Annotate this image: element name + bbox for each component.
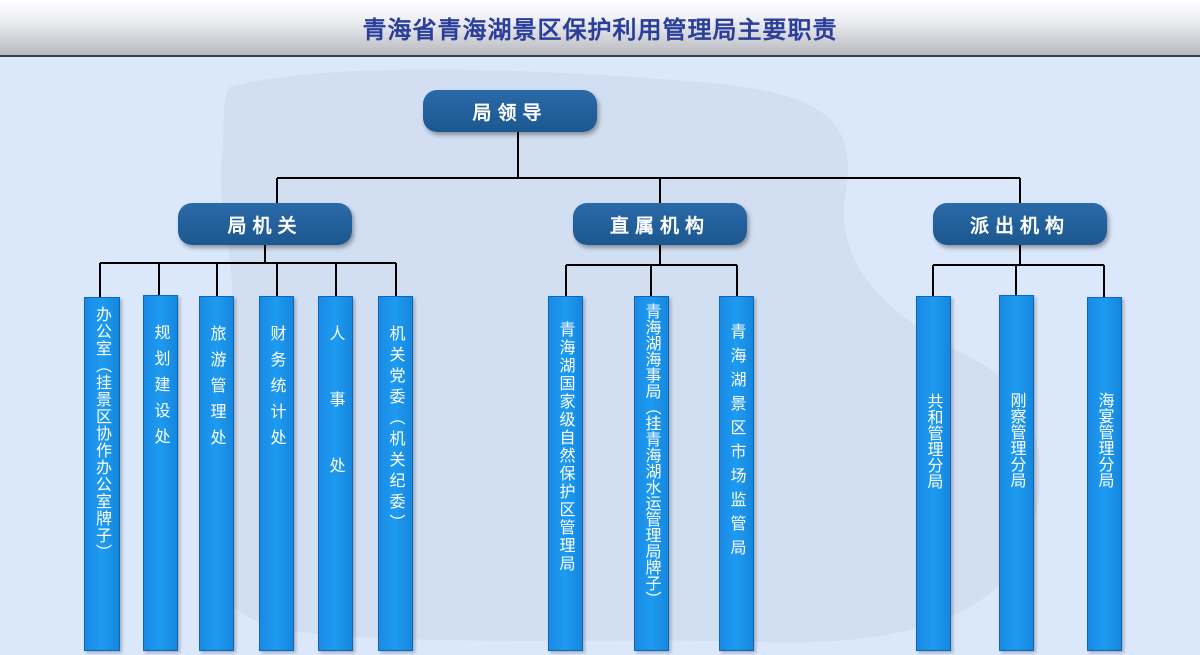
group-node-paichu: 派出机构 [933,203,1107,245]
unit-box: 旅游管理处 [199,296,234,651]
unit-box: 人事处 [318,296,353,651]
root-label: 局领导 [472,101,548,124]
unit-box: 办公室（挂景区协作办公室牌子） [84,297,120,651]
unit-box: 机关党委（机关纪委） [378,296,413,651]
unit-box: 共和管理分局 [916,296,951,651]
unit-box: 青海湖国家级自然保护区管理局 [548,296,583,651]
title-bar: 青海省青海湖景区保护利用管理局主要职责 [0,0,1200,57]
unit-label: 人事处 [326,325,346,523]
unit-label: 共和管理分局 [924,393,944,489]
unit-label: 机关党委（机关纪委） [386,325,406,535]
unit-label: 财务统计处 [267,325,287,455]
connector-lines [99,69,1105,643]
unit-label: 办公室（挂景区协作办公室牌子） [93,306,112,561]
unit-label: 青海湖海事局（挂青海湖水运管理局牌子） [642,303,662,607]
group-label: 局机关 [227,214,303,237]
unit-label: 海宴管理分局 [1095,392,1115,488]
unit-label: 青海湖景区市场监管局 [727,323,747,563]
unit-label: 规划建设处 [151,324,171,454]
unit-label: 旅游管理处 [207,325,227,455]
unit-box: 海宴管理分局 [1087,297,1122,651]
group-node-zhishu: 直属机构 [573,203,747,245]
group-label: 派出机构 [969,214,1070,237]
unit-label: 刚察管理分局 [1007,392,1027,488]
group-label: 直属机构 [609,214,710,237]
lake-map-shape [210,69,1041,643]
unit-box: 青海湖海事局（挂青海湖水运管理局牌子） [634,296,669,651]
unit-label: 青海湖国家级自然保护区管理局 [556,321,576,573]
page-title: 青海省青海湖景区保护利用管理局主要职责 [362,16,838,44]
root-node: 局领导 [423,90,597,132]
unit-box: 刚察管理分局 [999,295,1034,651]
unit-box: 财务统计处 [259,296,294,651]
org-chart: 局领导 局机关 直属机构 派出机构 办公室（挂景区协作办公室牌子） 规划建设处 … [0,57,1200,655]
unit-box: 青海湖景区市场监管局 [719,296,754,651]
unit-box: 规划建设处 [143,295,178,651]
group-node-jiguan: 局机关 [178,203,352,245]
